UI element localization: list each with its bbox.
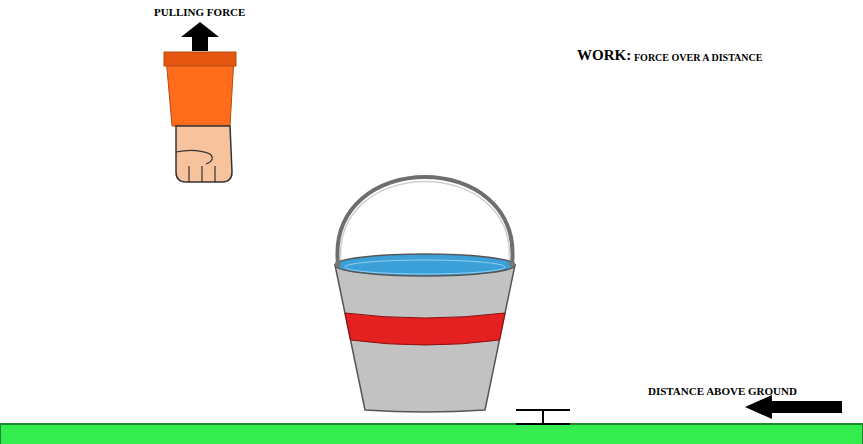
sleeve [166,57,234,126]
water-surface [335,254,515,276]
finger-line [214,166,215,182]
bucket-handle-highlight [341,182,510,265]
dimension-line [542,410,544,424]
finger-line [188,166,189,182]
finger-line [201,166,202,182]
fist [176,126,232,182]
handle-rivet [335,261,341,267]
thumb-line [176,150,212,164]
handle-rivet [509,261,515,267]
definition-label: FORCE OVER A DISTANCE [634,52,762,63]
sleeve-cuff [164,52,236,66]
work-label: WORK: [577,47,631,64]
pointer-arrow [745,395,842,419]
bucket-band [345,313,505,345]
water-ripple [345,260,505,274]
bucket-handle [337,177,512,264]
ground [0,424,863,444]
force-label: PULLING FORCE [154,6,245,18]
distance-label: DISTANCE ABOVE GROUND [648,385,797,397]
force-arrow [181,22,219,51]
bucket-body [335,265,515,412]
